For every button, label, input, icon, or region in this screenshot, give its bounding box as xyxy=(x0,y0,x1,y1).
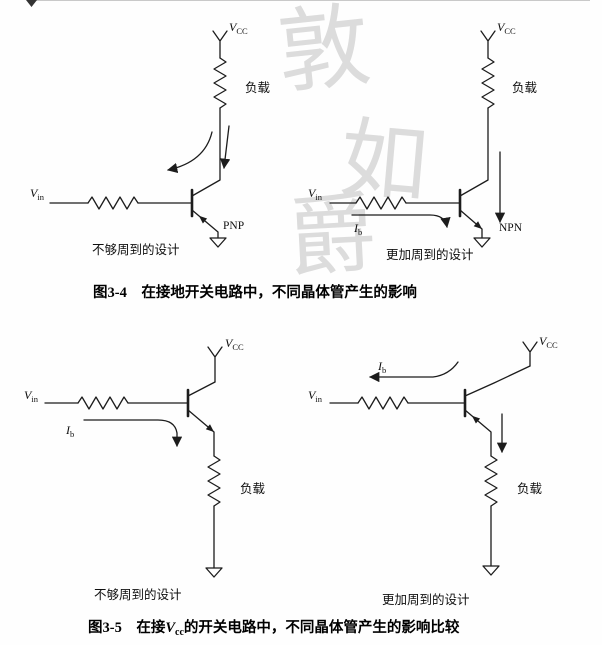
base-current-arrow xyxy=(351,214,451,229)
figure-3-5-caption: 图3-5 在接Vcc的开关电路中，不同晶体管产生的影响比较 xyxy=(88,618,460,638)
vcc-symbol xyxy=(522,341,538,367)
base-current-arrow xyxy=(368,361,459,383)
pnp-emitter-arrow xyxy=(471,415,481,424)
load-label: 负载 xyxy=(512,81,538,95)
emitter-wire xyxy=(191,209,219,239)
vcc-symbol xyxy=(212,30,228,59)
collector-wire xyxy=(464,365,531,397)
input-resistor xyxy=(77,396,129,410)
ground-symbol xyxy=(209,237,227,248)
current-curve-arrow xyxy=(166,131,213,174)
emitter-wire xyxy=(464,409,492,457)
vin-label: Vin xyxy=(308,388,323,404)
ground-symbol xyxy=(482,565,500,576)
emitter-wire xyxy=(187,409,215,457)
load-label: 负载 xyxy=(517,482,543,496)
load-resistor xyxy=(207,455,221,507)
input-resistor xyxy=(87,196,139,210)
fig35-left-circuit: VCC Vin Ib 负载 不够周到的设计 xyxy=(24,336,266,602)
load-resistor xyxy=(481,57,495,109)
ground-symbol xyxy=(473,237,491,248)
input-resistor xyxy=(357,396,409,410)
pnp-emitter-arrow xyxy=(198,215,208,224)
vcc-label: VCC xyxy=(539,334,558,350)
scan-artifact-line xyxy=(30,0,590,1)
vin-label: Vin xyxy=(24,388,39,404)
base-current-arrow xyxy=(83,419,183,448)
vcc-symbol xyxy=(207,346,223,383)
fig34-left-circuit: VCC 负载 Vin PNP 不够周到的设计 xyxy=(30,20,271,257)
vcc-label: VCC xyxy=(497,20,516,36)
design-note: 更加周到的设计 xyxy=(386,247,474,262)
load-label: 负载 xyxy=(240,482,266,496)
scan-artifact-mark xyxy=(26,0,37,7)
ib-label: Ib xyxy=(65,423,74,439)
fig35-right-circuit: VCC Vin Ib 负载 更加周到的设计 xyxy=(308,334,558,607)
figure-3-4-caption: 图3-4 在接地开关电路中，不同晶体管产生的影响 xyxy=(93,283,417,301)
transistor-type-label: PNP xyxy=(223,220,244,232)
ib-label: Ib xyxy=(377,359,386,375)
vcc-symbol xyxy=(480,30,496,59)
collector-wire xyxy=(459,107,489,197)
load-resistor xyxy=(484,455,498,507)
vcc-label: VCC xyxy=(225,336,244,352)
npn-emitter-arrow xyxy=(205,424,214,432)
vin-label: Vin xyxy=(30,186,45,202)
load-resistor xyxy=(213,57,227,109)
ib-label: Ib xyxy=(353,221,362,237)
vin-label: Vin xyxy=(308,186,323,202)
current-down-arrow xyxy=(219,125,231,170)
collector-wire xyxy=(187,381,216,397)
collector-wire xyxy=(191,107,221,197)
design-note: 不够周到的设计 xyxy=(94,587,182,602)
design-note: 更加周到的设计 xyxy=(382,592,470,607)
fig34-right-circuit: VCC 负载 Vin Ib NPN 更加周到的设计 xyxy=(308,20,538,262)
design-note: 不够周到的设计 xyxy=(92,242,180,257)
npn-emitter-arrow xyxy=(473,221,482,229)
ground-symbol xyxy=(205,567,223,578)
input-resistor xyxy=(355,196,407,210)
vcc-label: VCC xyxy=(229,20,248,36)
load-label: 负载 xyxy=(245,81,271,95)
transistor-type-label: NPN xyxy=(499,222,523,234)
